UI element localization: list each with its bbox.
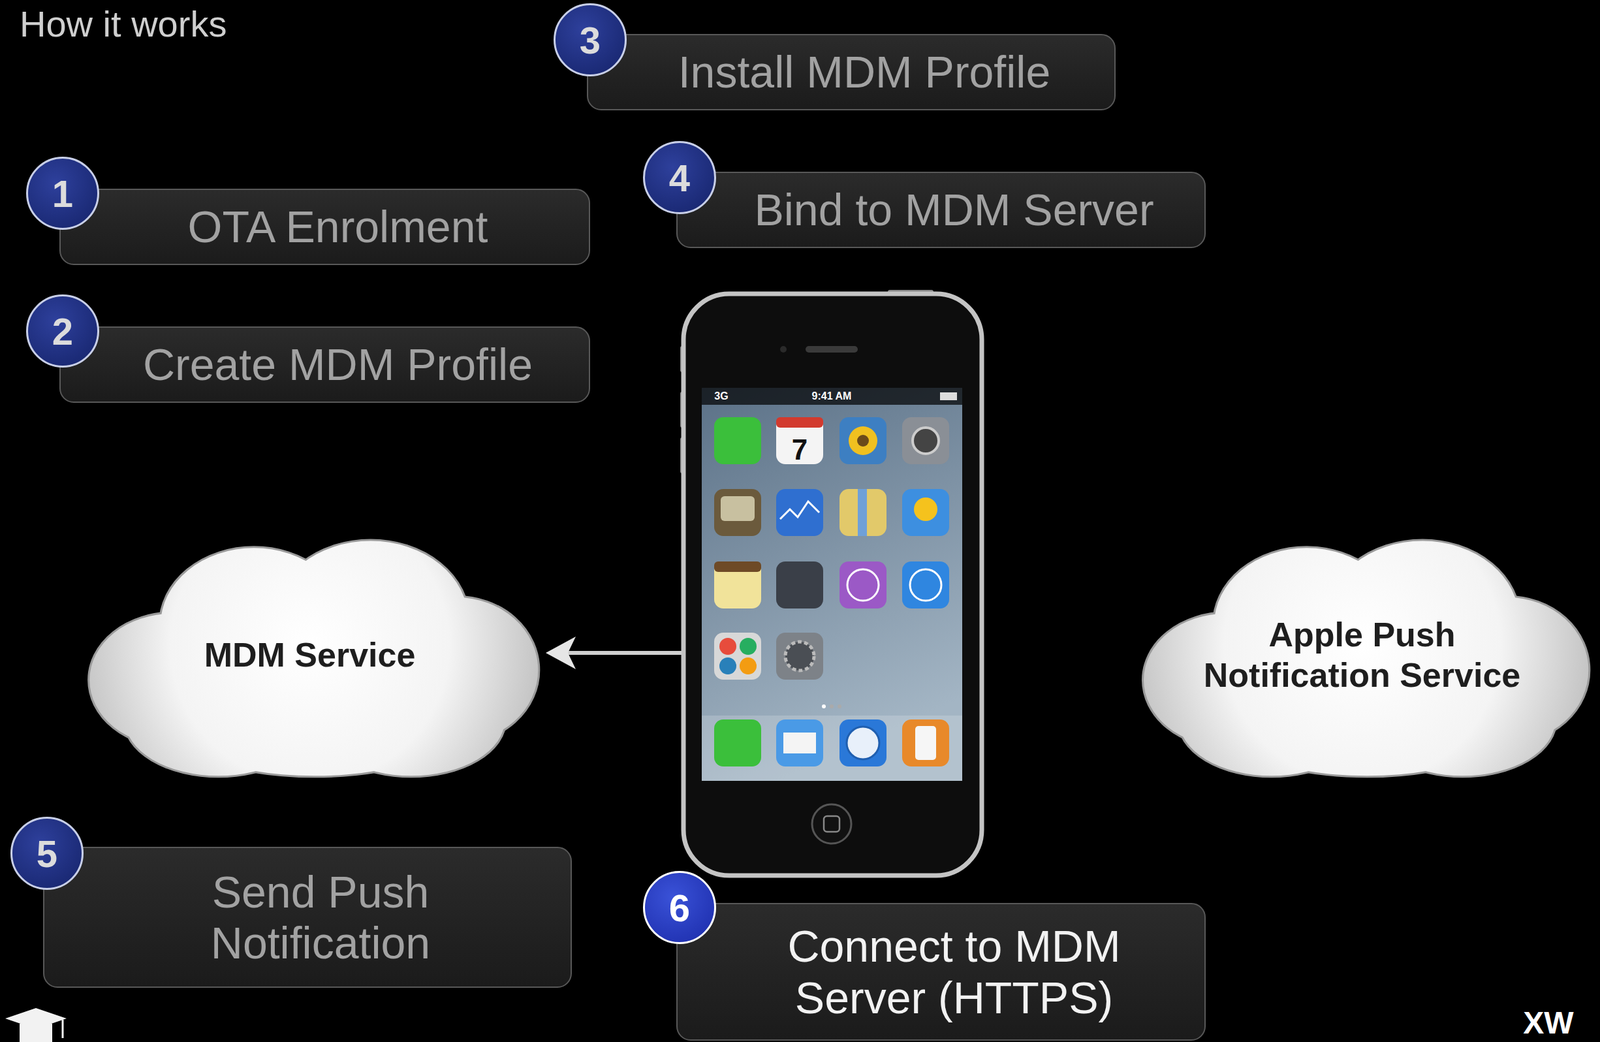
cloud-service: MDM Service xyxy=(76,528,544,781)
diagram-title: How it works xyxy=(19,2,227,46)
app-icon xyxy=(902,719,950,767)
game-ball xyxy=(719,637,737,655)
app-icon xyxy=(902,417,950,465)
home-square xyxy=(823,815,840,832)
app-icon xyxy=(714,719,762,767)
step-label: Bind to MDM Server xyxy=(753,184,1154,236)
cloud-puff xyxy=(317,664,505,776)
step-number: 1 xyxy=(26,156,100,230)
arrow-head xyxy=(545,636,576,670)
cloud-puff xyxy=(125,664,313,776)
app-icon xyxy=(839,561,887,609)
cloud-shape xyxy=(1130,528,1594,781)
store-ring xyxy=(909,569,942,601)
iphone xyxy=(680,289,982,876)
compass xyxy=(846,726,880,760)
camera-lens xyxy=(912,427,939,454)
step-label: Connect to MDM Server (HTTPS) xyxy=(758,920,1151,1023)
cloud-puff-edge xyxy=(125,664,313,776)
sunflower-center xyxy=(857,434,869,447)
step-number: 5 xyxy=(10,816,84,890)
logo xyxy=(5,1007,67,1042)
music-ring xyxy=(847,569,879,601)
app-icon xyxy=(714,417,762,465)
app-icon xyxy=(839,719,887,767)
cloud-service: Apple Push Notification Service xyxy=(1130,528,1594,781)
screen xyxy=(701,387,963,781)
step-box: 1OTA Enrolment xyxy=(59,188,591,266)
step-box: 2Create MDM Profile xyxy=(59,326,591,403)
app-icon xyxy=(714,632,762,680)
cloud-outline xyxy=(1143,541,1589,777)
logo-text: XW xyxy=(1522,1004,1574,1041)
arrow-line xyxy=(562,650,682,655)
app-icon xyxy=(839,417,887,465)
page-dot xyxy=(821,704,826,709)
cloud-outline xyxy=(89,541,538,777)
step-box: 4Bind to MDM Server xyxy=(676,171,1206,249)
app-icon xyxy=(902,488,950,536)
camera xyxy=(780,345,787,353)
sun xyxy=(913,497,938,521)
app-icon xyxy=(902,561,950,609)
step-number: 3 xyxy=(553,3,627,77)
service-name: Apple Push Notification Service xyxy=(1186,614,1539,696)
step-box: 5Send Push Notification xyxy=(43,846,572,988)
screen-text: 3G xyxy=(714,390,728,403)
step-box: 3Install MDM Profile xyxy=(586,33,1116,111)
tv-screen xyxy=(720,496,755,521)
app-icon xyxy=(714,488,762,536)
step-number: 2 xyxy=(26,294,100,368)
step-number: 4 xyxy=(643,141,717,215)
service-name: MDM Service xyxy=(204,634,416,675)
map-road xyxy=(857,488,867,536)
step-label: Send Push Notification xyxy=(183,866,458,969)
step-number: 6 xyxy=(643,870,717,944)
game-ball xyxy=(719,657,737,675)
cloud-fill xyxy=(1143,541,1589,777)
sunflower xyxy=(848,426,878,455)
app-icons xyxy=(701,417,963,781)
step-label: Create MDM Profile xyxy=(142,338,533,390)
battery xyxy=(940,392,957,401)
tassel xyxy=(62,1019,64,1038)
page-dot xyxy=(837,704,842,709)
step-label: OTA Enrolment xyxy=(188,201,489,252)
game-ball xyxy=(739,637,757,655)
status-bar xyxy=(701,387,963,405)
gear xyxy=(785,641,815,671)
stock-line xyxy=(780,501,820,519)
screen-text: 9:41 AM xyxy=(812,390,852,403)
speaker xyxy=(805,345,858,353)
envelope xyxy=(783,732,816,754)
app-icon xyxy=(776,719,824,767)
calendar-strip xyxy=(776,417,824,428)
app-icon xyxy=(776,632,824,680)
notes-strip xyxy=(714,561,762,572)
app-icon xyxy=(714,561,762,609)
cloud-puff-edge xyxy=(317,664,505,776)
home-button xyxy=(812,804,852,844)
arrow xyxy=(545,636,682,670)
phone-body xyxy=(683,293,982,876)
game-ball xyxy=(739,657,757,675)
app-icon xyxy=(776,561,824,609)
page-dot xyxy=(829,704,834,709)
ipod xyxy=(915,725,937,760)
cloud-fill xyxy=(89,541,538,777)
step-box: 6Connect to MDM Server (HTTPS) xyxy=(676,902,1206,1041)
step-label: Install MDM Profile xyxy=(678,46,1051,98)
cap-base xyxy=(19,1023,53,1042)
app-icon xyxy=(776,488,824,536)
screen-text: 7 xyxy=(791,433,808,467)
dock xyxy=(701,715,963,781)
app-icon xyxy=(839,488,887,536)
